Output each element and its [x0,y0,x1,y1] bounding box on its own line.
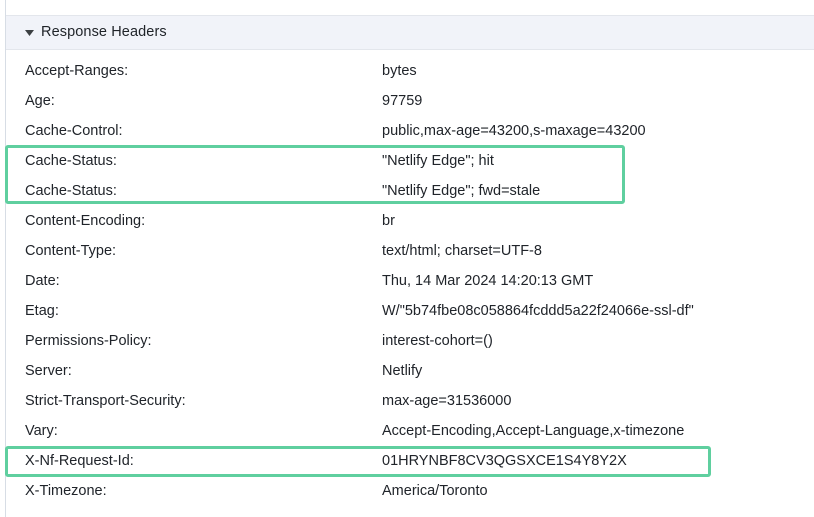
header-row-strict-transport-security[interactable]: Strict-Transport-Security: max-age=31536… [6,386,814,416]
section-title: Response Headers [41,24,167,41]
header-name: Cache-Control: [25,123,123,139]
header-name: Server: [25,363,72,379]
header-row-cache-status-fwd-stale[interactable]: Cache-Status: "Netlify Edge"; fwd=stale [6,176,814,206]
header-row-date[interactable]: Date: Thu, 14 Mar 2024 14:20:13 GMT [6,266,814,296]
header-row-vary[interactable]: Vary: Accept-Encoding,Accept-Language,x-… [6,416,814,446]
triangle-down-icon[interactable] [24,27,35,38]
header-name: Vary: [25,423,58,439]
header-row-content-encoding[interactable]: Content-Encoding: br [6,206,814,236]
header-value: max-age=31536000 [382,393,512,409]
header-value: Netlify [382,363,423,379]
header-row-accept-ranges[interactable]: Accept-Ranges: bytes [6,56,814,86]
header-value: public,max-age=43200,s-maxage=43200 [382,123,646,139]
header-name: X-Nf-Request-Id: [25,453,134,469]
header-value: America/Toronto [382,483,488,499]
header-row-content-type[interactable]: Content-Type: text/html; charset=UTF-8 [6,236,814,266]
header-value: "Netlify Edge"; fwd=stale [382,183,541,199]
header-name: X-Timezone: [25,483,107,499]
header-value: Thu, 14 Mar 2024 14:20:13 GMT [382,273,594,289]
header-row-x-timezone[interactable]: X-Timezone: America/Toronto [6,476,814,506]
header-row-cache-control[interactable]: Cache-Control: public,max-age=43200,s-ma… [6,116,814,146]
header-row-x-nf-request-id[interactable]: X-Nf-Request-Id: 01HRYNBF8CV3QGSXCE1S4Y8… [6,446,814,476]
header-row-permissions-policy[interactable]: Permissions-Policy: interest-cohort=() [6,326,814,356]
header-name: Content-Encoding: [25,213,146,229]
header-row-server[interactable]: Server: Netlify [6,356,814,386]
pane-left-divider [5,0,6,517]
header-row-cache-status-hit[interactable]: Cache-Status: "Netlify Edge"; hit [6,146,814,176]
response-headers-section-header[interactable]: Response Headers [6,15,814,50]
header-name: Etag: [25,303,59,319]
header-name: Accept-Ranges: [25,63,129,79]
header-name: Strict-Transport-Security: [25,393,186,409]
header-row-age[interactable]: Age: 97759 [6,86,814,116]
header-value: 97759 [382,93,423,109]
header-name: Date: [25,273,60,289]
header-value: interest-cohort=() [382,333,493,349]
header-name: Age: [25,93,55,109]
header-value: bytes [382,63,417,79]
header-value: W/"5b74fbe08c058864fcddd5a22f24066e-ssl-… [382,303,694,319]
header-name: Permissions-Policy: [25,333,152,349]
header-name: Cache-Status: [25,153,117,169]
header-value: text/html; charset=UTF-8 [382,243,542,259]
response-headers-list: Accept-Ranges: bytes Age: 97759 Cache-Co… [6,50,814,506]
header-value: Accept-Encoding,Accept-Language,x-timezo… [382,423,685,439]
header-value: "Netlify Edge"; hit [382,153,494,169]
header-value: 01HRYNBF8CV3QGSXCE1S4Y8Y2X [382,453,627,469]
header-name: Content-Type: [25,243,117,259]
header-row-etag[interactable]: Etag: W/"5b74fbe08c058864fcddd5a22f24066… [6,296,814,326]
panel-top-spacer [0,0,814,15]
header-name: Cache-Status: [25,183,117,199]
header-value: br [382,213,395,229]
